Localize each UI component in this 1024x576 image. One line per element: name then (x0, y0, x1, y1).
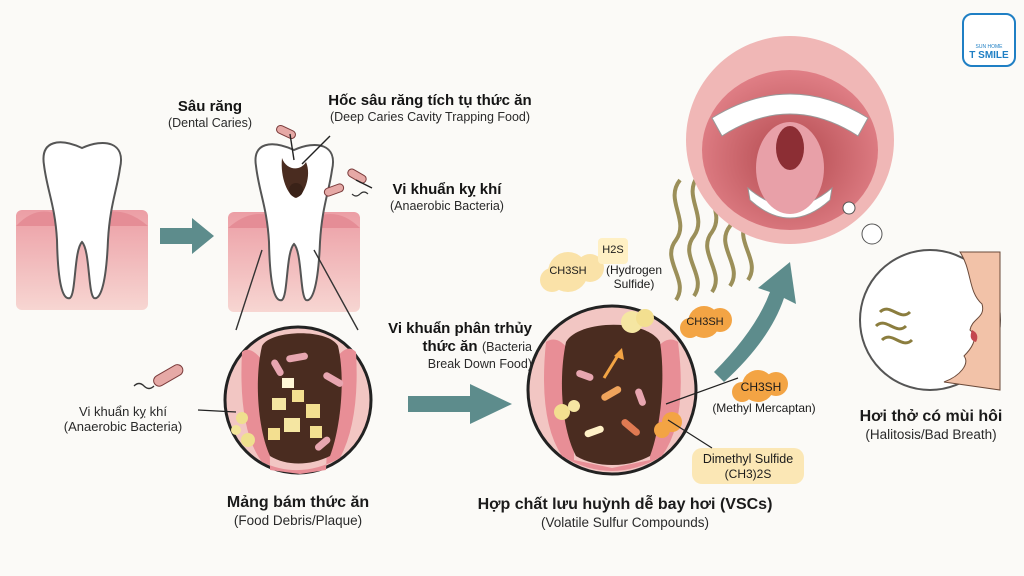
label-anaerobic-left-en: (Anaerobic Bacteria) (63, 419, 183, 435)
label-caries-cavity: Hốc sâu răng tích tụ thức ăn (Deep Carie… (300, 92, 560, 124)
leader-bacteria-left (197, 409, 237, 413)
label-anaerobic-top: Vi khuẩn kỵ khí (Anaerobic Bacteria) (372, 181, 522, 213)
label-dental-caries: Sâu răng (Dental Caries) (150, 98, 270, 130)
arrow-1 (160, 218, 214, 254)
vsc-cross-section (526, 304, 698, 476)
label-dental-caries-vi: Sâu răng (177, 98, 243, 115)
zoom-line-right (313, 249, 359, 331)
leader-cavity (301, 135, 331, 165)
brand-logo: SUN HOME T SMILE (962, 13, 1016, 67)
plaque-cross-section (223, 325, 373, 475)
chem-dimethyl-sulfide: Dimethyl Sulfide (702, 452, 794, 466)
label-food-plaque: Mảng bám thức ăn (Food Debris/Plaque) (198, 494, 398, 529)
halitosis-face (859, 249, 1001, 391)
thought-bubble-small (842, 201, 856, 215)
gas-bubbles (540, 238, 804, 484)
chem-ch3sh-a: CH3SH (549, 265, 587, 277)
label-vsc: Hợp chất lưu huỳnh dễ bay hơi (VSCs) (Vo… (460, 496, 790, 531)
label-anaerobic-left-vi: Vi khuẩn kỵ khí (79, 404, 167, 419)
open-mouth (686, 36, 894, 244)
label-halitosis-en: (Halitosis/Bad Breath) (865, 426, 997, 442)
label-vsc-vi: Hợp chất lưu huỳnh dễ bay hơi (VSCs) (477, 496, 773, 513)
label-breakdown-en2: Break Down Food) (427, 356, 532, 371)
label-anaerobic-left: Vi khuẩn kỵ khí (Anaerobic Bacteria) (48, 404, 198, 435)
decayed-tooth (228, 143, 360, 312)
leader-mercaptan (665, 377, 739, 405)
label-vsc-en: (Volatile Sulfur Compounds) (540, 514, 710, 530)
label-dental-caries-en: (Dental Caries) (167, 115, 253, 130)
label-breakdown: Vi khuẩn phân trhủy thức ăn (Bacteria Br… (372, 320, 532, 371)
label-halitosis-vi: Hơi thở có mùi hôi (859, 408, 1003, 425)
chem-ch3sh-b: CH3SH (686, 316, 724, 328)
arrow-2 (408, 384, 512, 424)
label-caries-cavity-vi: Hốc sâu răng tích tụ thức ăn (328, 92, 532, 109)
label-anaerobic-top-vi: Vi khuẩn kỵ khí (392, 181, 502, 198)
chem-hydrogen-sulfide: (Hydrogen Sulfide) (605, 263, 663, 291)
label-anaerobic-top-en: (Anaerobic Bacteria) (390, 198, 504, 213)
thought-bubble-medium (861, 223, 883, 245)
zoom-line-left (235, 249, 263, 331)
healthy-tooth (16, 141, 148, 310)
label-caries-cavity-en: (Deep Caries Cavity Trapping Food) (329, 109, 531, 124)
chem-methyl-mercaptan: (Methyl Mercaptan) (712, 401, 816, 415)
leader-caries (289, 133, 295, 161)
arrow-3 (714, 262, 796, 382)
leader-dms (667, 419, 713, 449)
chem-h2s: H2S (602, 244, 624, 256)
bacterium-left (133, 364, 184, 390)
leader-bacteria-top (355, 179, 373, 189)
label-breakdown-vi1: Vi khuẩn phân trhủy (388, 320, 532, 337)
label-breakdown-en1: (Bacteria (481, 339, 532, 354)
label-food-plaque-en: (Food Debris/Plaque) (233, 512, 363, 528)
label-halitosis: Hơi thở có mùi hôi (Halitosis/Bad Breath… (846, 408, 1016, 443)
logo-top-text: SUN HOME (975, 44, 1003, 50)
chem-ch3sh-c: CH3SH (740, 380, 782, 394)
label-breakdown-vi2: thức ăn (422, 337, 478, 355)
chem-dms-formula: (CH3)2S (724, 467, 772, 481)
logo-name: T SMILE (969, 50, 1009, 61)
label-food-plaque-vi: Mảng bám thức ăn (226, 494, 370, 511)
